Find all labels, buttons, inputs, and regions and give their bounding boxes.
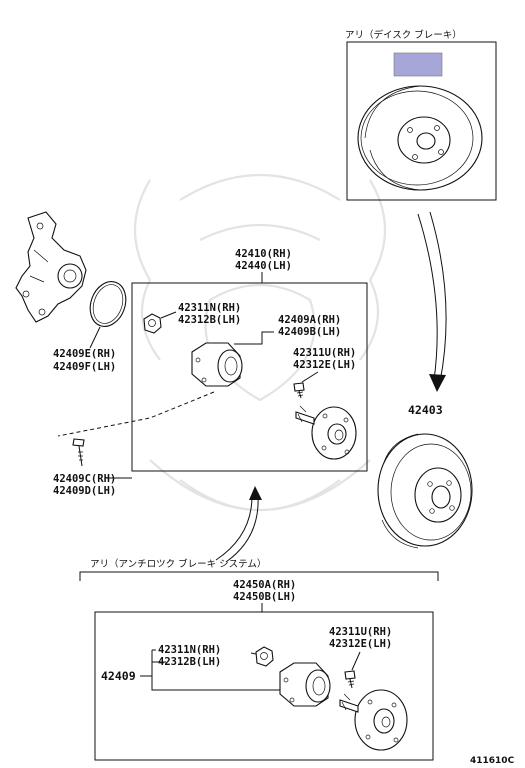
abs-note: アリ（アンチロツク ブレーキ システム） [90, 558, 266, 570]
label-abs-bolt-rh: 42311U(RH) [329, 626, 392, 638]
label-drum: 42403 [408, 403, 443, 417]
watermark [134, 173, 386, 512]
abs-hub-flange-icon [339, 689, 408, 751]
label-bolt-rh: 42311U(RH) [293, 347, 356, 359]
label-bearing-lh: 42409B(LH) [278, 326, 341, 338]
label-abs-bearing: 42409 [101, 669, 136, 683]
abs-bolt-icon [344, 670, 356, 689]
label-hub-assy-lh: 42440(LH) [235, 260, 292, 272]
hub-assy-frame [131, 282, 368, 472]
disc-brake-note: アリ（デイスク ブレーキ） [345, 29, 462, 41]
abs-bracket [79, 571, 439, 581]
label-hubbolt-rh: 42409C(RH) [53, 473, 116, 485]
label-hubbolt-lh: 42409D(LH) [53, 485, 116, 497]
o-ring-icon [89, 281, 127, 327]
label-nut-lh: 42312B(LH) [178, 314, 241, 326]
disc-highlight [393, 52, 443, 77]
steering-knuckle-icon [15, 211, 87, 323]
arrow-disc-to-drum [417, 211, 447, 392]
bolt-icon [293, 382, 305, 399]
hub-flange-icon [295, 405, 357, 460]
brake-drum-icon [377, 433, 473, 549]
reference-code: 411610C [470, 756, 515, 766]
abs-bearing-icon [279, 662, 331, 707]
arrow-abs-to-hub [215, 486, 262, 563]
label-abs-hub-lh: 42450B(LH) [233, 591, 296, 603]
nut-icon [143, 313, 162, 334]
disc-inset-frame [346, 41, 497, 201]
abs-nut-icon [255, 646, 274, 667]
label-abs-nut-rh: 42311N(RH) [158, 644, 221, 656]
brake-disc-icon [357, 85, 483, 191]
bearing-icon [191, 342, 243, 387]
hub-assy-group: 42410(RH) 42440(LH) 42311N(RH) 42312B(LH… [57, 248, 368, 472]
label-bolt-lh: 42312E(LH) [293, 359, 356, 371]
label-abs-bolt-lh: 42312E(LH) [329, 638, 392, 650]
abs-hub-frame [94, 611, 434, 761]
label-abs-nut-lh: 42312B(LH) [158, 656, 221, 668]
label-nut-rh: 42311N(RH) [178, 302, 241, 314]
label-abs-hub-rh: 42450A(RH) [233, 579, 296, 591]
label-oring-rh: 42409E(RH) [53, 348, 116, 360]
label-hub-assy-rh: 42410(RH) [235, 248, 292, 260]
disc-brake-inset: アリ（デイスク ブレーキ） [345, 29, 497, 201]
label-bearing-rh: 42409A(RH) [278, 314, 341, 326]
abs-group: アリ（アンチロツク ブレーキ システム） 42450A(RH) 42450B(L… [79, 558, 439, 761]
label-oring-lh: 42409F(LH) [53, 361, 116, 373]
hub-bolt-icon [72, 438, 85, 467]
